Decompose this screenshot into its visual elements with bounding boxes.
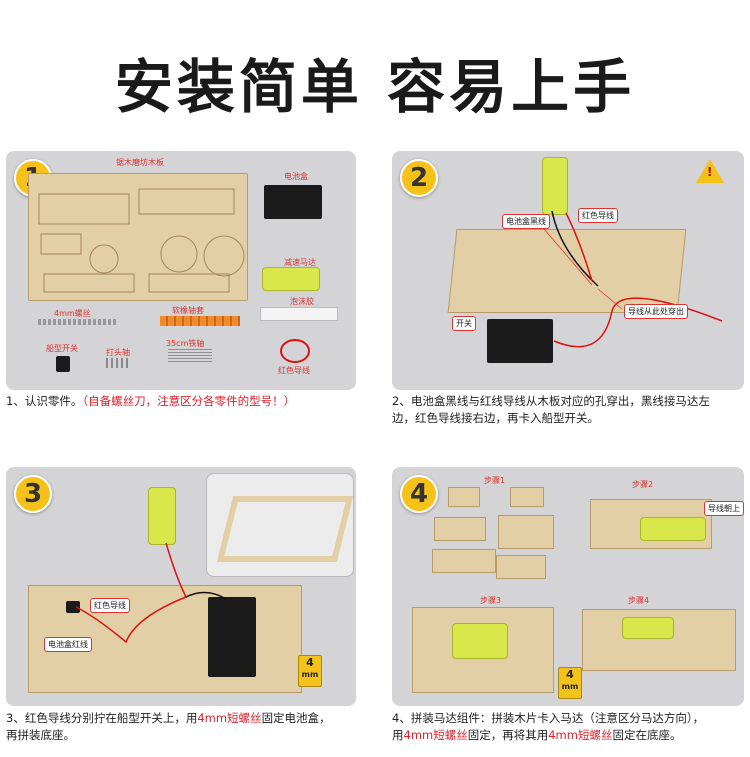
wire-diagram [543,210,723,348]
step1-caption-text: 1、认识零件。 [6,394,83,408]
red-wire-image [280,339,310,363]
label-hole: 导线从此处穿出 [624,304,688,319]
screw-4mm-icon: 4 mm [298,655,322,687]
motor-image-step4 [622,617,674,639]
screw-4mm-icon: 4 mm [558,667,582,699]
screw-size-value: 4 [306,656,314,669]
step3-panel: 3 红色导线 电池盒红线 4 mm [6,467,356,706]
step4-caption-screw-1: 4mm短螺丝 [403,728,468,742]
screw-size-value: 4 [566,668,574,681]
label-switch: 开关 [452,316,476,331]
wood-assembly-step3 [412,607,554,693]
wood-piece-b [510,487,544,507]
label-battery-red: 电池盒红线 [44,637,92,652]
label-wire-up: 导线朝上 [704,501,744,516]
step3-caption-line2: 再拼装底座。 [6,728,75,742]
label-switch: 船型开关 [46,344,78,353]
motor-image-step2 [640,517,706,541]
step4-panel: 4 步骤1 步骤2 步骤3 步骤4 导线朝上 4 mm [392,467,744,706]
axle-sleeve-image [160,316,240,326]
iron-axle-image [168,349,212,363]
step3-caption-text-a: 3、红色导线分别拧在船型开关上，用 [6,711,198,725]
motor-image-step3 [452,623,508,659]
step3-caption-screw: 4mm短螺丝 [197,711,262,725]
nails-image [106,358,128,368]
battery-box-image [208,597,256,677]
wood-piece-c [434,517,486,541]
label-motor: 减速马达 [284,258,316,267]
motor-image [542,157,568,215]
screw-size-unit: mm [561,682,579,691]
foam-tape-image [260,307,338,321]
label-battery-box: 电池盒 [284,172,308,181]
step-number-3: 3 [14,475,52,513]
label-wood-board: 锯木磨坊木板 [116,158,164,167]
label-screw: 4mm螺丝 [54,309,91,318]
label-step2: 步骤2 [632,480,654,489]
label-axle-sleeve: 软橡轴套 [172,306,204,315]
step4-caption-screw-2: 4mm短螺丝 [548,728,613,742]
step2-caption-line2: 边，红色导线接右边，再卡入船型开关。 [392,411,599,425]
step4-caption-text-c: 固定在底座。 [612,728,682,742]
label-red-wire: 红色导线 [90,598,130,613]
label-red-wire: 红色导线 [578,208,618,223]
wood-piece-f [496,555,546,579]
wood-cutout-pattern [38,188,245,293]
label-step3: 步骤3 [480,596,502,605]
step4-caption-line1: 4、拼装马达组件：拼装木片卡入马达（注意区分马达方向）， [392,711,705,725]
inset-frame-image [206,473,354,577]
step2-caption-line1: 2、电池盒黑线与红线导线从木板对应的孔穿出，黑线接马达左 [392,394,710,408]
step3-caption-text-b: 固定电池盒， [261,711,331,725]
page-title: 安装简单 容易上手 [114,53,636,121]
step1-caption-note: （自备螺丝刀，注意区分各零件的型号！） [82,394,296,408]
step2-caption: 2、电池盒黑线与红线导线从木板对应的孔穿出，黑线接马达左 边，红色导线接右边，再… [392,393,750,427]
label-step4: 步骤4 [628,596,650,605]
step-number-2: 2 [400,159,438,197]
label-iron-axle: 35cm铁轴 [166,339,205,348]
label-nail: 打头轴 [106,348,130,357]
step4-caption: 4、拼装马达组件：拼装木片卡入马达（注意区分马达方向）， 用4mm短螺丝固定，再… [392,710,750,744]
switch-image [66,601,80,613]
wood-piece-a [448,487,480,507]
label-black-wire: 电池盒黑线 [502,214,550,229]
switch-image [56,356,70,372]
battery-box-image [264,185,322,219]
label-step1: 步骤1 [484,476,506,485]
screws-image [38,319,116,325]
step4-caption-text-a: 用 [392,728,404,742]
wire-diagram [75,542,227,644]
step2-panel: 2 ! 电池盒黑线 红色导线 导线从此处穿出 开关 [392,151,744,390]
step3-caption: 3、红色导线分别拧在船型开关上，用4mm短螺丝固定电池盒， 再拼装底座。 [6,710,386,744]
step4-caption-text-b: 固定，再将其用 [467,728,549,742]
warning-icon: ! [696,159,724,183]
motor-image [148,487,176,545]
wood-piece-e [432,549,496,573]
wood-board-sheet [28,173,248,301]
label-red-wire: 红色导线 [278,366,310,375]
wood-piece-d [498,515,554,549]
label-foam: 泡沫胶 [290,297,314,306]
step-number-4: 4 [400,475,438,513]
step1-panel: 1 锯木磨坊木板 电池盒 减速马达 泡沫胶 4mm螺丝 软橡轴套 船型开关 打头… [6,151,356,390]
screw-size-unit: mm [301,670,319,679]
step1-caption: 1、认识零件。（自备螺丝刀，注意区分各零件的型号！） [6,393,295,410]
motor-image [262,267,320,291]
battery-box-image [487,319,553,363]
